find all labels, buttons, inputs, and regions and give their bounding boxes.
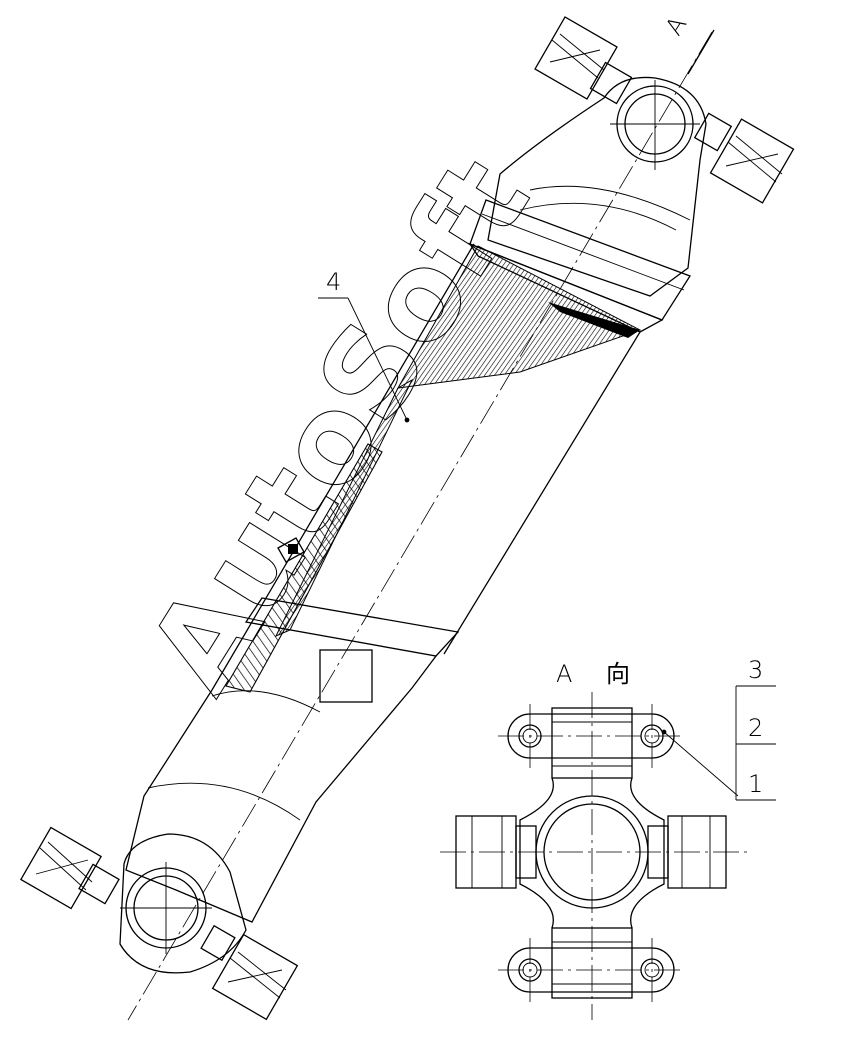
top-eye (487, 76, 707, 297)
top-left-bearing-cap (534, 16, 633, 105)
part-4-callout: 4 (318, 268, 408, 421)
part-3-label: 3 (748, 656, 763, 684)
lower-rod-body (125, 655, 437, 923)
part-2-label: 2 (748, 714, 763, 742)
bottom-right-bearing-cap (200, 924, 299, 1021)
part-1-label: 1 (748, 770, 763, 798)
view-a-title-char: 向 (606, 660, 630, 688)
top-right-bearing-cap (693, 112, 795, 204)
view-letter-top: A (660, 11, 692, 40)
cylinder-axis-centerline (127, 31, 713, 1021)
part-4-label: 4 (326, 268, 341, 296)
cylinder-assembly: A 4 (19, 11, 795, 1021)
rod-threaded-section (225, 443, 383, 693)
watermark: AutoSoft (123, 136, 557, 716)
view-a-title-letter: A (556, 660, 572, 688)
bottom-left-bearing-cap (19, 826, 120, 910)
bottom-eye (119, 833, 247, 974)
view-a-cross: A 向 (440, 656, 776, 1020)
part-number-stack: 3 2 1 (735, 656, 776, 801)
view-a-arrow-line (687, 29, 715, 75)
